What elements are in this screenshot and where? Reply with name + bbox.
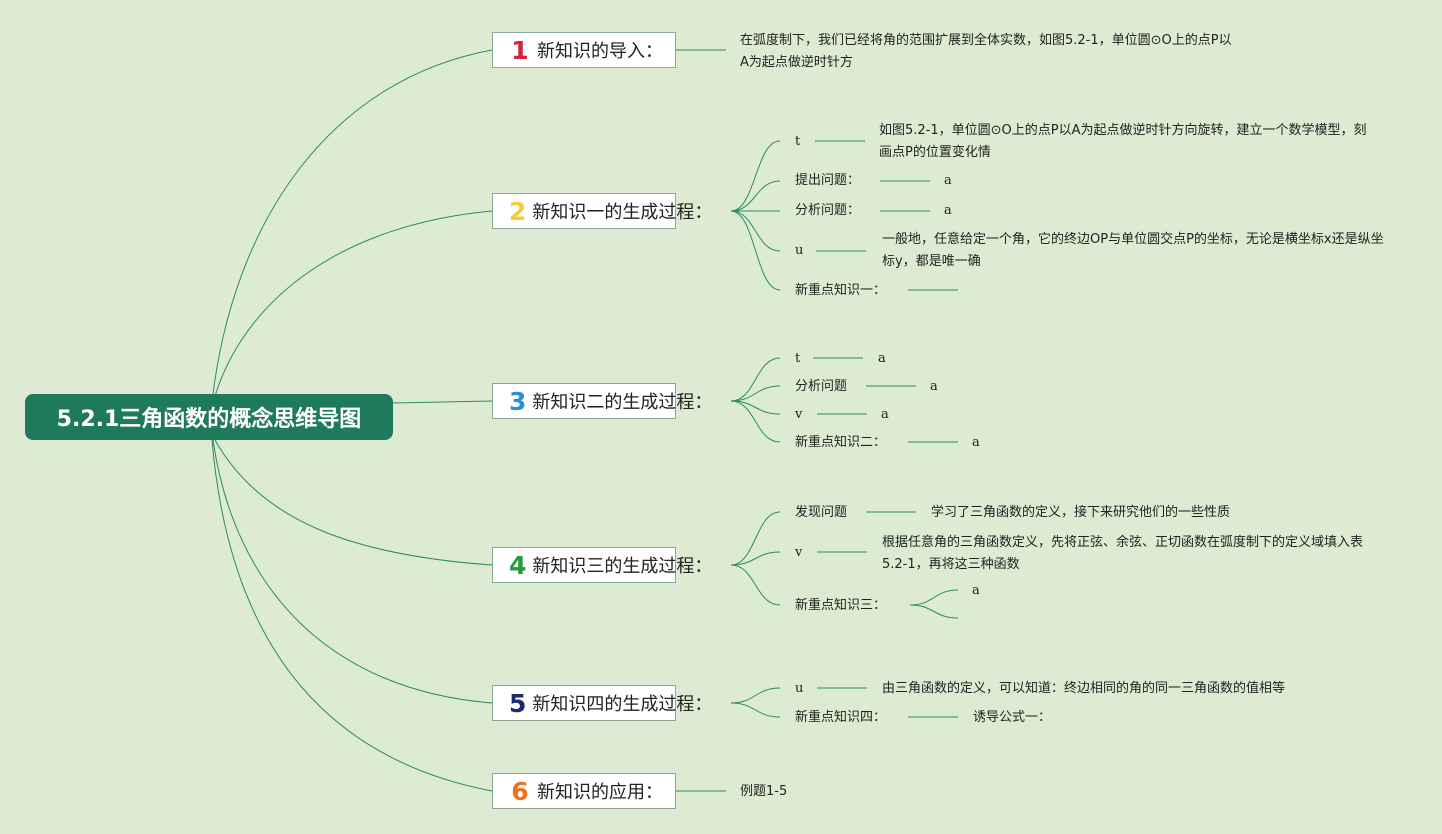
- root-to-branch-1: [212, 49, 493, 395]
- branch-2-child-analyze[interactable]: 分析问题：: [795, 203, 861, 218]
- branch-5-label: 新知识四的生成过程：: [532, 694, 713, 715]
- connector-line-22: [730, 564, 781, 606]
- connector-line-8: [730, 210, 781, 291]
- branch-2-child-t-leaf: 如图5.2-1，单位圆⊙O上的点P以A为起点做逆时针方向旋转，建立一个数学模型，…: [879, 123, 1367, 160]
- number-3-badge: 3: [509, 386, 527, 416]
- branch-3-child-t[interactable]: t: [795, 351, 801, 366]
- branch-2-child-t[interactable]: t: [795, 134, 801, 149]
- branch-3-child-v-leaf: a: [881, 407, 889, 422]
- number-5-badge: 5: [509, 688, 527, 718]
- branch-2-label: 新知识一的生成过程：: [532, 202, 713, 223]
- number-2-badge: 2: [509, 196, 527, 226]
- branch-1-leaf: 在弧度制下，我们已经将角的范围扩展到全体实数，如图5.2-1，单位圆⊙O上的点P…: [740, 33, 1232, 70]
- root-to-branch-3: [392, 400, 493, 404]
- number-6-badge: 6: [511, 776, 529, 806]
- root-node[interactable]: 5.2.1三角函数的概念思维导图: [25, 394, 393, 440]
- root-to-branch-5: [212, 439, 493, 704]
- branch-3-node[interactable]: 3 新知识二的生成过程：: [492, 383, 712, 419]
- branch-3-child-analyze[interactable]: 分析问题: [795, 379, 848, 394]
- branch-5-child-key[interactable]: 新重点知识四：: [795, 710, 887, 725]
- connector-line-6: [730, 210, 781, 252]
- branch-4-node[interactable]: 4 新知识三的生成过程：: [492, 547, 712, 583]
- connector-line-25: [730, 687, 781, 704]
- number-1-badge: 1: [511, 35, 529, 65]
- connector-line-10: [730, 357, 781, 402]
- connector-line-24: [909, 604, 959, 619]
- branch-2-child-propose[interactable]: 提出问题：: [795, 173, 861, 188]
- branch-4-child-key[interactable]: 新重点知识三：: [795, 598, 887, 613]
- branch-6-node[interactable]: 6 新知识的应用：: [492, 773, 676, 809]
- connector-line-27: [730, 702, 781, 718]
- number-4-badge: 4: [509, 550, 527, 580]
- branch-5-child-u[interactable]: u: [795, 681, 804, 696]
- branch-3-label: 新知识二的生成过程：: [532, 392, 713, 413]
- branch-4-child-key-leaf: a: [972, 583, 980, 598]
- branch-2-child-u-leaf: 一般地，任意给定一个角，它的终边OP与单位圆交点P的坐标，无论是横坐标x还是纵坐…: [882, 232, 1384, 269]
- branch-1-node[interactable]: 1 新知识的导入：: [492, 32, 676, 68]
- root-to-branch-2: [214, 210, 493, 397]
- branch-4-child-v-leaf: 根据任意角的三角函数定义，先将正弦、余弦、正切函数在弧度制下的定义域填入表5.2…: [882, 535, 1364, 572]
- connector-line-20: [730, 551, 781, 566]
- branch-5-child-u-leaf: 由三角函数的定义，可以知道：终边相同的角的同一三角函数的值相等: [882, 681, 1286, 696]
- branch-4-child-discover[interactable]: 发现问题: [795, 505, 848, 520]
- branch-6-leaf: 例题1-5: [740, 784, 788, 799]
- branch-3-child-t-leaf: a: [878, 351, 886, 366]
- branch-2-child-analyze-leaf: a: [944, 203, 952, 218]
- branch-2-child-u[interactable]: u: [795, 243, 804, 258]
- branch-3-child-v[interactable]: v: [795, 407, 803, 422]
- branch-5-child-key-leaf: 诱导公式一：: [973, 710, 1052, 725]
- branch-3-child-key-leaf: a: [972, 435, 980, 450]
- connector-line-23: [909, 589, 959, 606]
- branch-4-label: 新知识三的生成过程：: [532, 556, 713, 577]
- root-to-branch-6: [211, 439, 493, 792]
- branch-3-child-analyze-leaf: a: [930, 379, 938, 394]
- branch-4-child-v[interactable]: v: [795, 545, 803, 560]
- connector-line-2: [730, 180, 781, 212]
- connector-line-12: [730, 385, 781, 402]
- branch-3-child-key[interactable]: 新重点知识二：: [795, 435, 887, 450]
- connector-line-18: [730, 511, 781, 566]
- connector-line-0: [730, 140, 781, 212]
- branch-2-node[interactable]: 2 新知识一的生成过程：: [492, 193, 712, 229]
- branch-2-child-propose-leaf: a: [944, 173, 952, 188]
- root-to-branch-4: [214, 439, 493, 566]
- branch-2-child-key[interactable]: 新重点知识一：: [795, 283, 887, 298]
- branch-5-node[interactable]: 5 新知识四的生成过程：: [492, 685, 712, 721]
- branch-4-child-discover-leaf: 学习了三角函数的定义，接下来研究他们的一些性质: [931, 505, 1231, 520]
- branch-6-label: 新知识的应用：: [537, 782, 663, 803]
- connector-line-16: [730, 400, 781, 443]
- branch-1-label: 新知识的导入：: [537, 41, 663, 62]
